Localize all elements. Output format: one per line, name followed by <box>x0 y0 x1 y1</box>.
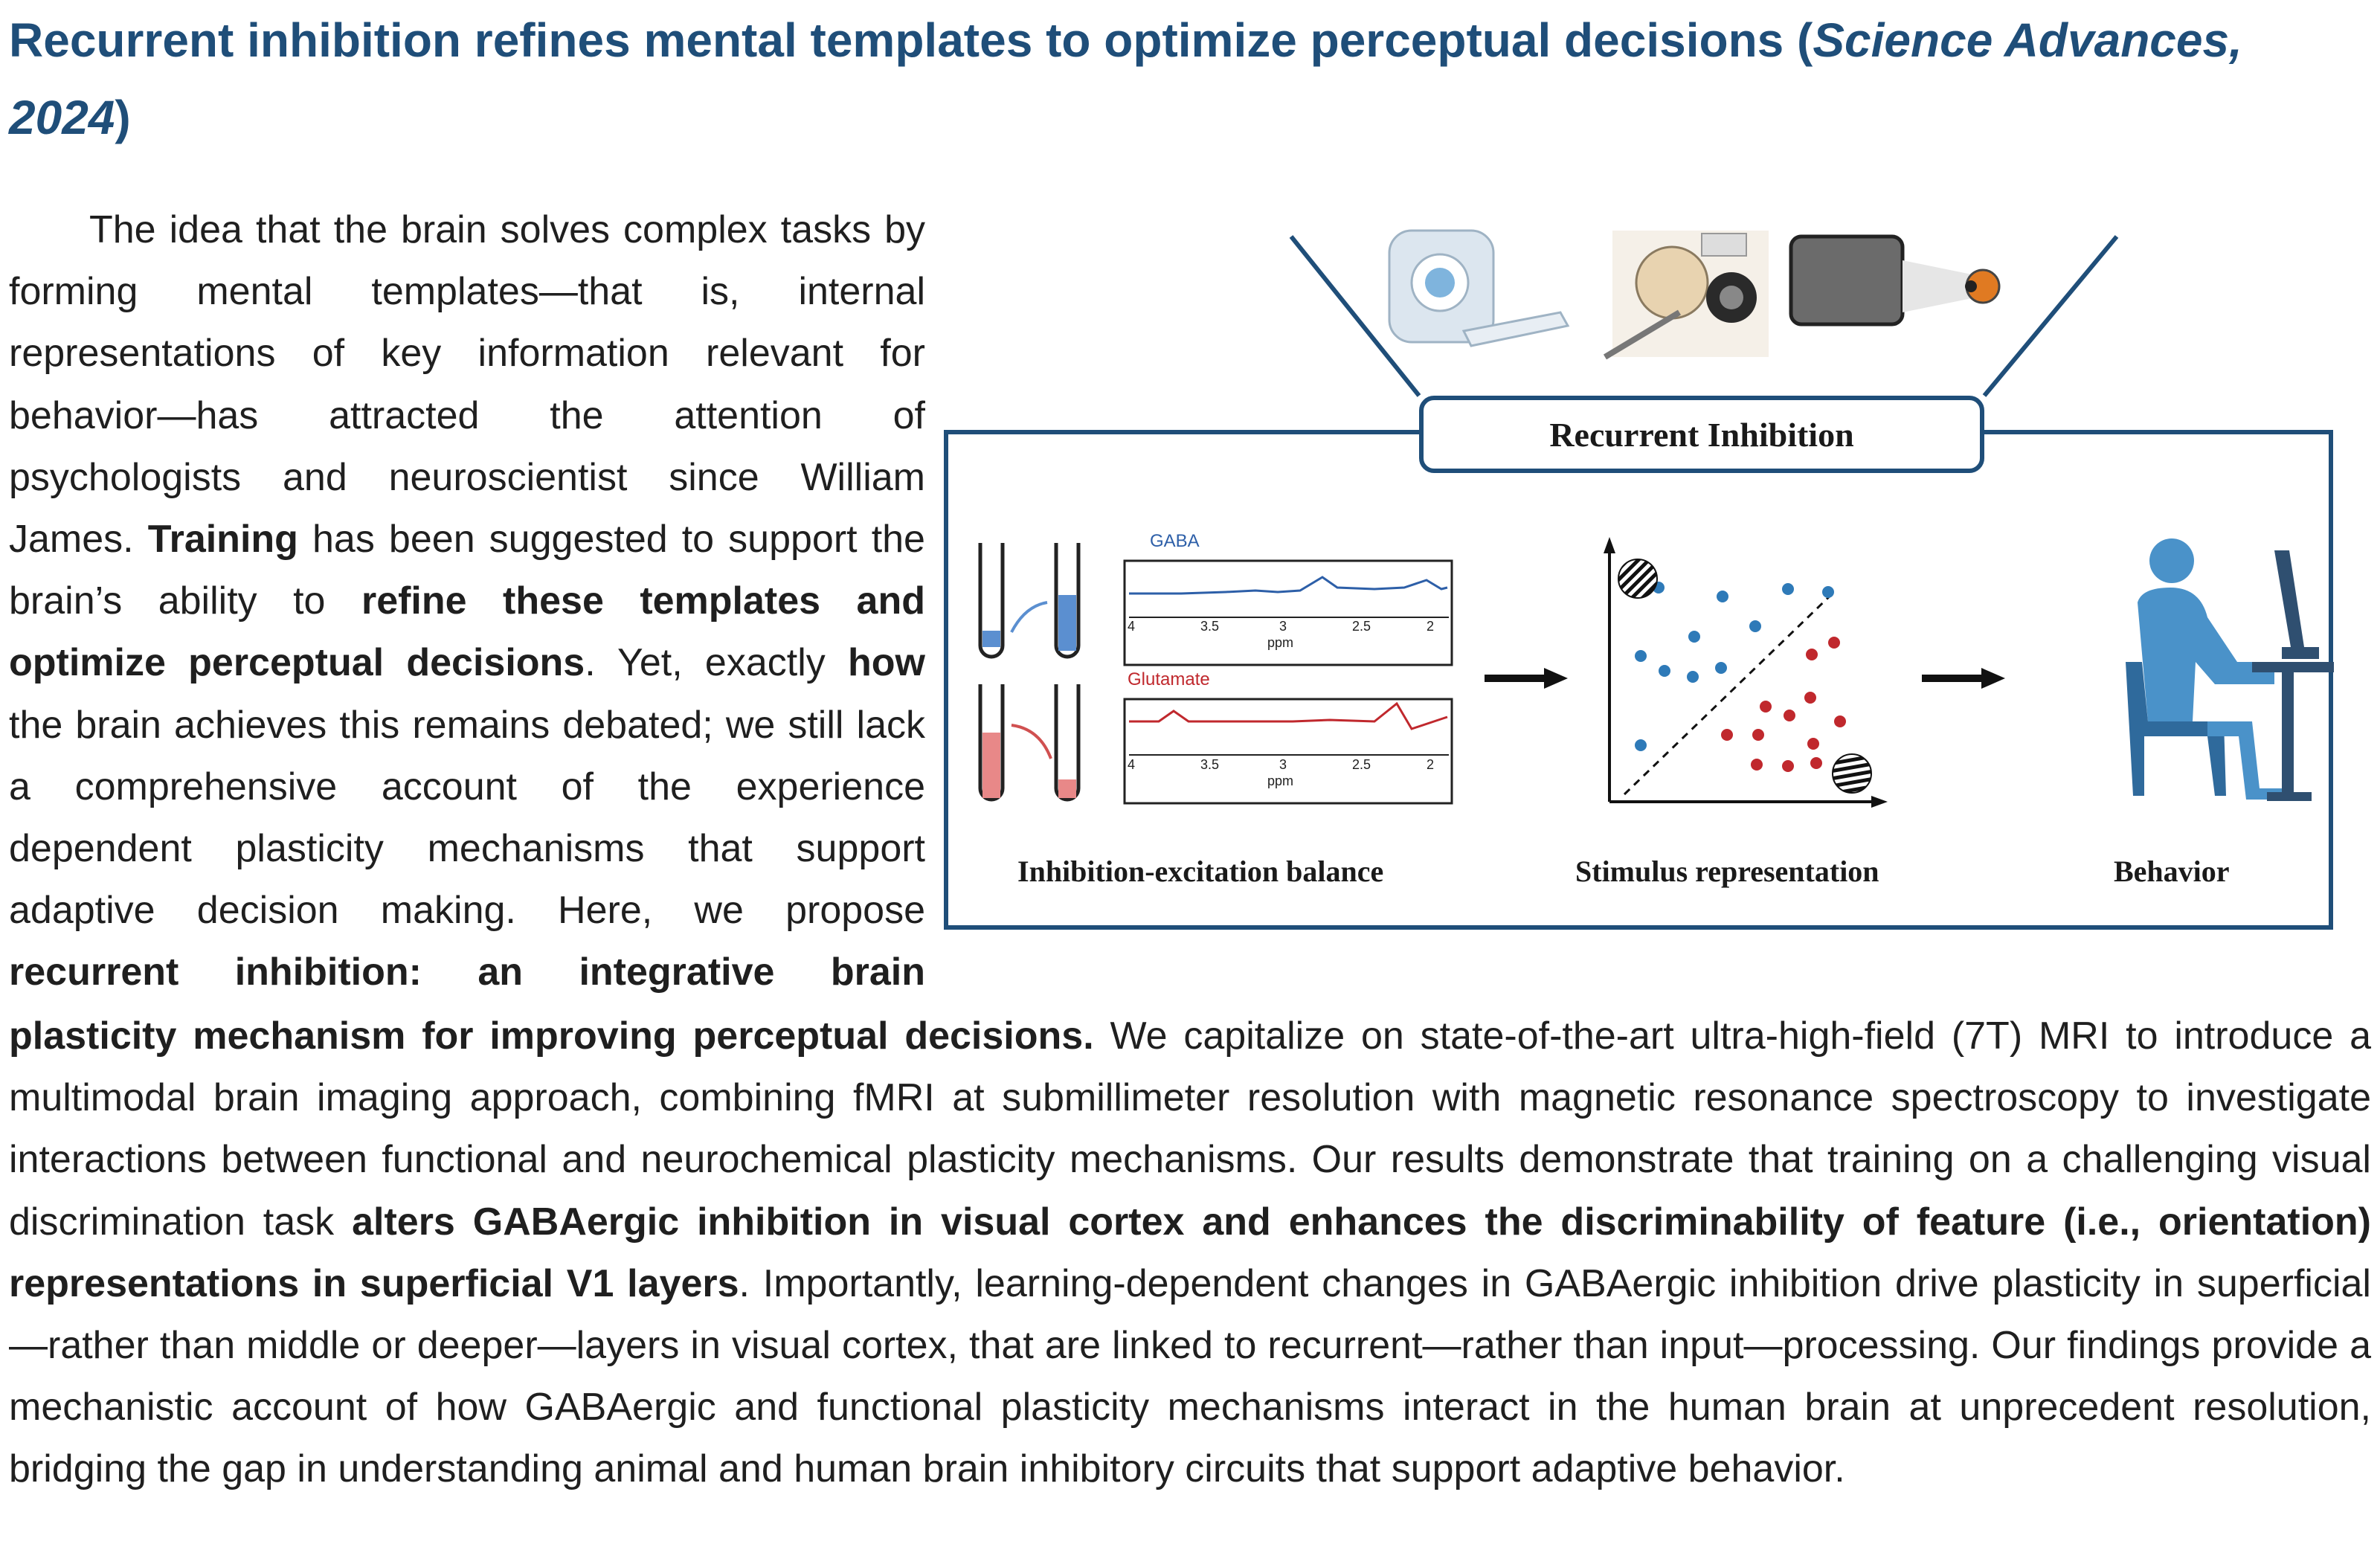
glutamate-trace <box>1129 701 1448 730</box>
panel-label-representation: Stimulus representation <box>1575 855 1879 888</box>
paragraph-column: The idea that the brain solves complex t… <box>9 208 925 994</box>
blue-dots <box>1635 582 1834 751</box>
neuroscience-setup-icon <box>1603 231 1769 360</box>
recurrent-inhibition-figure: Recurrent Inhibition GABA Glutamate 4 3.… <box>943 201 2356 937</box>
gaba-spectrum-box <box>1123 559 1453 666</box>
grating-stimulus-a <box>1618 559 1658 599</box>
stimulus-scatter-plot <box>1604 537 1888 808</box>
mri-scanner-icon <box>1388 229 1570 347</box>
glutamate-test-tubes <box>978 684 1081 802</box>
stimulus-screen-icon <box>1789 234 2001 327</box>
panel-label-behavior: Behavior <box>2114 855 2230 888</box>
funnel-right-line <box>1982 235 2119 397</box>
arrow-to-behavior <box>1922 668 2005 689</box>
gaba-tick-5: 2 <box>1427 619 1435 634</box>
glutamate-axis-unit: ppm <box>1267 774 1294 788</box>
red-dots <box>1721 637 1846 772</box>
gaba-trace <box>1129 576 1448 595</box>
gaba-test-tubes <box>978 543 1081 659</box>
glutamate-tick-3: 3 <box>1279 757 1287 772</box>
gaba-trace-label: GABA <box>1150 531 1200 551</box>
gaba-tick-1: 4 <box>1128 619 1136 634</box>
gaba-tick-4: 2.5 <box>1352 619 1371 634</box>
arrow-to-representation <box>1485 668 1568 689</box>
glutamate-tick-1: 4 <box>1128 757 1136 772</box>
glutamate-spectrum-box <box>1123 698 1453 805</box>
glutamate-tick-4: 2.5 <box>1352 757 1371 772</box>
glutamate-trace-label: Glutamate <box>1128 669 1210 689</box>
gaba-axis-unit: ppm <box>1267 635 1294 650</box>
gaba-tick-3: 3 <box>1279 619 1287 634</box>
grating-stimulus-b <box>1832 753 1872 794</box>
glutamate-tick-5: 2 <box>1427 757 1435 772</box>
figure-graphics <box>944 229 2334 930</box>
gaba-tick-2: 3.5 <box>1200 619 1220 634</box>
paragraph-full-width: plasticity mechanism for improving perce… <box>9 1014 2371 1491</box>
panel-label-balance: Inhibition-excitation balance <box>1017 855 1384 888</box>
recurrent-inhibition-box: Recurrent Inhibition <box>1419 396 1984 473</box>
funnel-left-line <box>1289 235 1421 397</box>
person-at-computer-icon <box>2126 538 2334 801</box>
glutamate-tick-2: 3.5 <box>1200 757 1220 772</box>
article-title: Recurrent inhibition refines mental temp… <box>9 13 2242 144</box>
